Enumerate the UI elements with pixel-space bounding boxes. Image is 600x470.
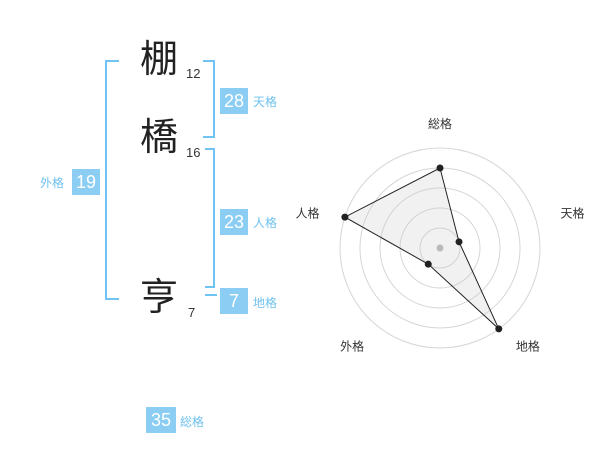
radar-axis-label: 天格 [561, 205, 585, 220]
tenkaku-value: 28 [220, 88, 248, 114]
radar-grid-ring [339, 147, 541, 349]
radar-point [495, 325, 503, 333]
radar-axis-label: 総格 [428, 116, 452, 131]
stroke-count-1: 12 [186, 66, 201, 81]
radar-point [424, 260, 432, 268]
radar-point [341, 213, 349, 221]
chikaku-label: 地格 [253, 296, 278, 310]
name-char-1: 棚 [140, 37, 179, 81]
name-char-2: 橋 [140, 115, 179, 159]
chikaku-connector [205, 294, 217, 302]
tenkaku-bracket [203, 60, 215, 138]
jinkaku-value: 23 [220, 209, 248, 235]
radar-series-polygon [343, 167, 500, 330]
radar-axis-label: 外格 [340, 339, 364, 354]
soukaku-value: 35 [146, 407, 176, 433]
gaikaku-label: 外格 [40, 176, 65, 190]
stroke-count-3: 7 [188, 305, 196, 320]
radar-grid-ring [379, 187, 501, 309]
name-char-3: 亨 [140, 275, 179, 319]
jinkaku-label: 人格 [253, 216, 278, 230]
gaikaku-bracket [105, 60, 119, 300]
radar-center-dot [436, 244, 444, 252]
jinkaku-bracket [205, 148, 215, 288]
radar-point [455, 238, 463, 246]
stroke-count-2: 16 [186, 145, 201, 160]
radar-point [436, 164, 444, 172]
radar-axis-label: 地格 [516, 339, 540, 354]
radar-grid-ring [419, 227, 461, 269]
gaikaku-value: 19 [72, 169, 100, 195]
soukaku-label: 総格 [180, 415, 205, 429]
radar-axis-label: 人格 [295, 205, 319, 220]
tenkaku-label: 天格 [253, 95, 278, 109]
chikaku-value: 7 [220, 288, 248, 314]
